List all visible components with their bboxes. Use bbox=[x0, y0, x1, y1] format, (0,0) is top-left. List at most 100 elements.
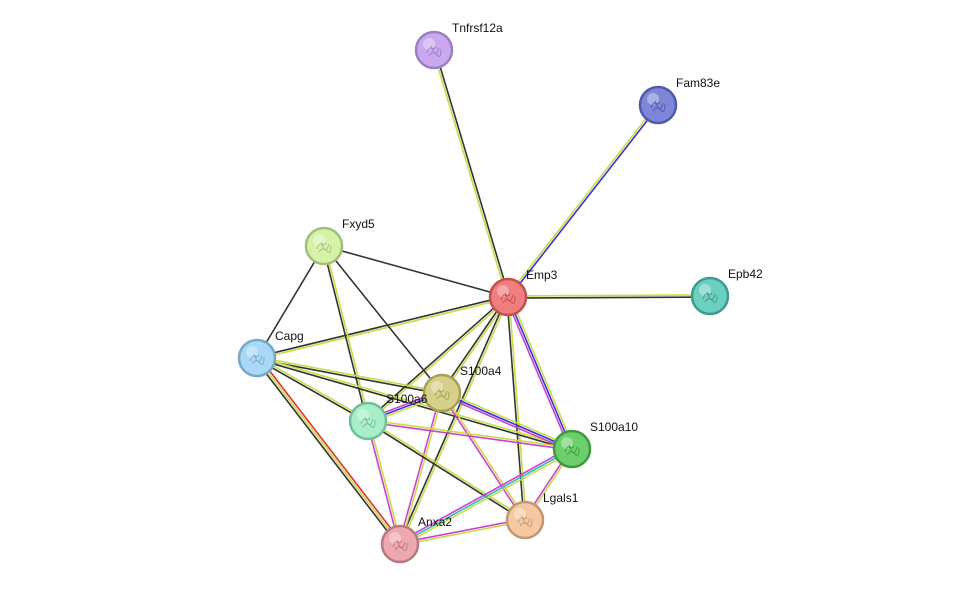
node-label: S100a10 bbox=[590, 420, 638, 434]
edge-evidence-experiments bbox=[440, 394, 572, 452]
node-highlight bbox=[699, 284, 711, 296]
node-highlight bbox=[246, 346, 258, 358]
node-circle[interactable] bbox=[304, 226, 344, 266]
node-fam83e[interactable]: Fam83e bbox=[638, 76, 720, 125]
node-highlight bbox=[561, 437, 573, 449]
edge-evidence-experiments bbox=[398, 392, 442, 544]
edge-evidence-text bbox=[257, 356, 369, 421]
node-circle[interactable] bbox=[638, 85, 678, 125]
node-lgals1[interactable]: Lgals1 bbox=[505, 491, 579, 540]
edge-evidence-text bbox=[400, 393, 444, 545]
edge-evidence-text bbox=[257, 356, 443, 393]
node-highlight bbox=[431, 381, 443, 393]
edge-evidence-text bbox=[368, 419, 573, 449]
edge-evidence-text bbox=[368, 419, 527, 520]
protein-structure-icon bbox=[650, 100, 666, 112]
node-highlight bbox=[647, 93, 659, 105]
node-label: Lgals1 bbox=[543, 491, 579, 505]
protein-structure-icon bbox=[434, 388, 450, 400]
edge-evidence-text bbox=[432, 50, 508, 298]
edge-fxyd5-capg bbox=[256, 245, 325, 359]
edge-evidence-text bbox=[509, 295, 575, 449]
edge-evidence-homology bbox=[508, 105, 660, 299]
node-label: Anxa2 bbox=[418, 515, 452, 529]
protein-structure-icon bbox=[564, 444, 580, 456]
node-s100a6[interactable]: S100a6 bbox=[348, 392, 428, 441]
edge-emp3-s100a4 bbox=[440, 295, 510, 395]
node-circle[interactable] bbox=[422, 373, 462, 413]
node-label: Emp3 bbox=[526, 268, 558, 282]
node-circle[interactable] bbox=[380, 524, 420, 564]
node-circle[interactable] bbox=[414, 30, 454, 70]
edge-evidence-coexpression bbox=[506, 297, 525, 521]
node-s100a10[interactable]: S100a10 bbox=[552, 420, 638, 469]
protein-structure-icon bbox=[426, 45, 442, 57]
edge-emp3-s100a10 bbox=[505, 295, 575, 451]
edge-evidence-experiments bbox=[505, 297, 571, 451]
edge-s100a6-lgals1 bbox=[366, 419, 527, 522]
node-label: Capg bbox=[275, 329, 304, 343]
edge-evidence-text bbox=[257, 297, 509, 360]
node-label: Fxyd5 bbox=[342, 217, 375, 231]
edges-layer bbox=[254, 49, 711, 547]
edge-evidence-experiments bbox=[399, 518, 525, 544]
edge-evidence-text bbox=[368, 420, 402, 544]
edge-evidence-experiments bbox=[398, 446, 572, 543]
node-highlight bbox=[357, 409, 369, 421]
edge-capg-s100a6 bbox=[256, 356, 369, 423]
edge-evidence-coexpression bbox=[256, 295, 508, 358]
edge-evidence-coexpression bbox=[323, 245, 443, 394]
node-highlight bbox=[389, 532, 401, 544]
protein-structure-icon bbox=[316, 241, 332, 253]
node-circle[interactable] bbox=[348, 401, 388, 441]
edge-evidence-text bbox=[400, 297, 510, 545]
edge-evidence-text bbox=[256, 357, 401, 545]
edge-fxyd5-s100a6 bbox=[322, 245, 370, 422]
node-emp3[interactable]: Emp3 bbox=[488, 268, 558, 317]
node-circle[interactable] bbox=[505, 500, 545, 540]
edge-evidence-text bbox=[400, 450, 574, 547]
edge-s100a6-s100a10 bbox=[367, 419, 573, 451]
edge-evidence-coexpression bbox=[256, 358, 368, 423]
edge-s100a10-anxa2 bbox=[398, 446, 574, 547]
protein-structure-icon bbox=[360, 416, 376, 428]
node-circle[interactable] bbox=[690, 276, 730, 316]
node-highlight bbox=[313, 234, 325, 246]
edge-evidence-experiments bbox=[366, 421, 400, 545]
node-s100a4[interactable]: S100a4 bbox=[422, 364, 502, 413]
edge-evidence-coexpression bbox=[508, 296, 711, 299]
node-circle[interactable] bbox=[237, 338, 277, 378]
protein-structure-icon bbox=[249, 353, 265, 365]
edge-emp3-capg bbox=[256, 295, 509, 360]
edge-emp3-epb42 bbox=[507, 294, 711, 299]
edge-emp3-anxa2 bbox=[398, 296, 510, 545]
edge-evidence-coexpression bbox=[323, 245, 509, 298]
node-capg[interactable]: Capg bbox=[237, 329, 304, 378]
edge-evidence-text bbox=[442, 297, 510, 395]
edge-capg-anxa2 bbox=[254, 356, 403, 546]
edge-evidence-text bbox=[324, 245, 370, 421]
node-fxyd5[interactable]: Fxyd5 bbox=[304, 217, 375, 266]
edge-evidence-homology bbox=[507, 296, 573, 450]
edge-evidence-coexpression bbox=[256, 245, 325, 359]
edge-evidence-coexpression bbox=[254, 358, 399, 546]
edge-evidence-coexpression bbox=[440, 295, 508, 393]
node-epb42[interactable]: Epb42 bbox=[690, 267, 763, 316]
node-circle[interactable] bbox=[488, 277, 528, 317]
node-circle[interactable] bbox=[552, 429, 592, 469]
node-tnfrsf12a[interactable]: Tnfrsf12a bbox=[414, 21, 503, 70]
node-anxa2[interactable]: Anxa2 bbox=[380, 515, 452, 564]
edge-evidence-coexpression bbox=[434, 49, 510, 297]
edge-emp3-fxyd5 bbox=[323, 245, 509, 298]
node-label: Fam83e bbox=[676, 76, 720, 90]
edge-emp3-tnfrsf12a bbox=[432, 49, 510, 298]
edge-evidence-fusion bbox=[258, 356, 403, 544]
edge-emp3-s100a6 bbox=[366, 295, 510, 423]
protein-structure-icon bbox=[517, 515, 533, 527]
edge-evidence-cooccurrence bbox=[399, 448, 573, 545]
edge-evidence-text bbox=[400, 520, 526, 546]
node-highlight bbox=[423, 38, 435, 50]
node-label: S100a6 bbox=[386, 392, 428, 406]
edge-emp3-lgals1 bbox=[506, 296, 527, 521]
